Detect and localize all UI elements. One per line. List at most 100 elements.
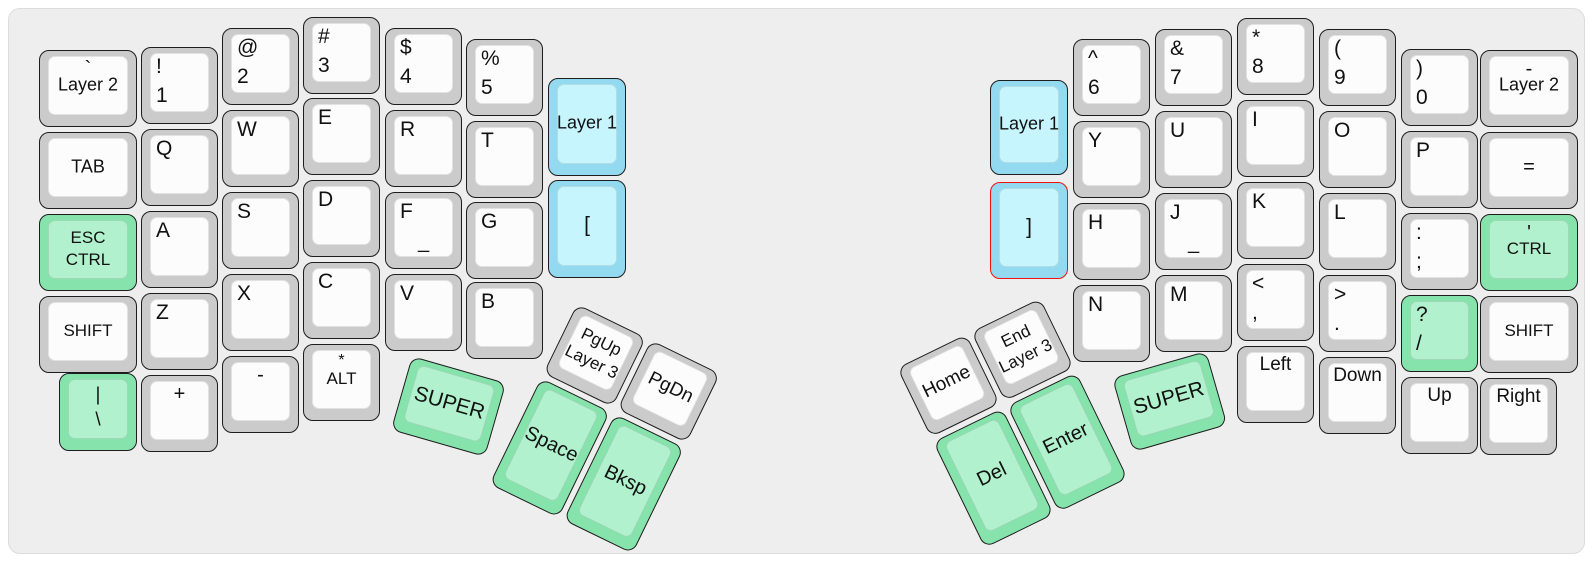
key-asterisk-8[interactable]: *8: [1237, 18, 1314, 95]
key-asterisk-alt[interactable]: *ALT: [303, 344, 380, 421]
key-o[interactable]: O: [1319, 111, 1396, 188]
key-a[interactable]: A: [141, 211, 218, 288]
keycap-top: [312, 186, 371, 245]
key-minus-left[interactable]: -: [222, 356, 299, 433]
keycap-top: [68, 379, 128, 439]
key-e[interactable]: E: [303, 98, 380, 175]
key-g[interactable]: G: [466, 202, 543, 279]
key-x[interactable]: X: [222, 274, 299, 351]
key-m[interactable]: M: [1155, 275, 1232, 352]
key-k[interactable]: K: [1237, 182, 1314, 259]
key-legend: 6: [1088, 75, 1100, 99]
key-pipe-backslash[interactable]: | \: [59, 373, 137, 451]
keycap-top: [312, 268, 371, 327]
keycap-top: [231, 198, 290, 257]
key-paren-0[interactable]: )0: [1401, 49, 1478, 126]
keycap-top: [1328, 281, 1387, 340]
key-equals[interactable]: =: [1480, 132, 1578, 209]
key-legend: ): [1416, 57, 1423, 80]
key-w[interactable]: W: [222, 110, 299, 187]
key-p[interactable]: P: [1401, 131, 1478, 208]
key-f[interactable]: F_: [385, 192, 462, 269]
key-percent-5[interactable]: %5: [466, 39, 543, 116]
key-colon-semicolon[interactable]: :;: [1401, 213, 1478, 290]
key-shift-right[interactable]: SHIFT: [1480, 296, 1578, 373]
key-lt-comma[interactable]: <,: [1237, 264, 1314, 341]
key-b[interactable]: B: [466, 282, 543, 359]
key-z[interactable]: Z: [141, 293, 218, 370]
key-esc-ctrl[interactable]: ESC CTRL: [39, 214, 137, 291]
key-dash-layer2[interactable]: -Layer 2: [1480, 50, 1578, 127]
key-h[interactable]: H: [1073, 203, 1150, 280]
key-v[interactable]: V: [385, 274, 462, 351]
key-legend: 3: [318, 53, 330, 77]
keycap-top: [557, 84, 617, 164]
key-r[interactable]: R: [385, 110, 462, 187]
key-l[interactable]: L: [1319, 193, 1396, 270]
keycap-top: [394, 198, 453, 257]
keycap-top: [1246, 352, 1305, 411]
key-backtick-layer2[interactable]: `Layer 2: [39, 50, 137, 127]
keycap-top: [1489, 302, 1569, 361]
key-layer1-left[interactable]: Layer 1: [548, 78, 626, 176]
key-y[interactable]: Y: [1073, 121, 1150, 198]
key-j[interactable]: J_: [1155, 193, 1232, 270]
key-legend: A: [156, 219, 171, 242]
key-n[interactable]: N: [1073, 285, 1150, 362]
key-paren-9[interactable]: (9: [1319, 29, 1396, 106]
key-legend: *: [338, 352, 345, 369]
key-legend: 9: [1334, 65, 1346, 89]
key-legend: Up: [1427, 385, 1452, 406]
key-gt-period[interactable]: >.: [1319, 275, 1396, 352]
key-legend: I: [1252, 108, 1258, 131]
key-legend: 0: [1416, 85, 1428, 109]
keycap-top: [1410, 55, 1469, 114]
key-legend: B: [481, 290, 496, 313]
key-question-slash[interactable]: ?/: [1401, 295, 1478, 372]
key-quote-ctrl[interactable]: 'CTRL: [1480, 214, 1578, 291]
keycap-top: [48, 56, 128, 115]
key-shift-left[interactable]: SHIFT: [39, 296, 137, 373]
key-t[interactable]: T: [466, 121, 543, 198]
key-caret-6[interactable]: ^6: [1073, 39, 1150, 116]
key-legend: Layer 1: [556, 112, 618, 133]
key-legend: H: [1088, 211, 1104, 234]
key-q[interactable]: Q: [141, 129, 218, 206]
key-rbracket[interactable]: ]: [990, 182, 1068, 279]
keycap-top: [1328, 117, 1387, 176]
key-d[interactable]: D: [303, 180, 380, 257]
key-legend: ,: [1252, 300, 1258, 324]
key-u[interactable]: U: [1155, 111, 1232, 188]
key-legend: _: [417, 231, 430, 253]
key-dollar-4[interactable]: $4: [385, 28, 462, 105]
keycap-top: [1328, 35, 1387, 94]
key-layer1-right[interactable]: Layer 1: [990, 80, 1068, 175]
key-down[interactable]: Down: [1319, 357, 1396, 434]
keycap-top: [1164, 35, 1223, 94]
key-up[interactable]: Up: [1401, 377, 1478, 454]
key-hash-3[interactable]: #3: [303, 17, 380, 94]
key-lbracket[interactable]: [: [548, 180, 626, 278]
key-legend: Q: [156, 137, 173, 160]
key-at-2[interactable]: @2: [222, 28, 299, 105]
key-s[interactable]: S: [222, 192, 299, 269]
key-right[interactable]: Right: [1480, 378, 1557, 455]
key-c[interactable]: C: [303, 262, 380, 339]
key-plus[interactable]: +: [141, 375, 218, 452]
key-legend: >: [1334, 283, 1347, 306]
key-legend: Layer 1: [998, 112, 1060, 133]
key-legend: SHIFT: [63, 320, 113, 340]
keycap-top: [1489, 138, 1569, 197]
key-legend: !: [156, 55, 162, 78]
key-legend: R: [400, 118, 416, 141]
key-tab[interactable]: TAB: [39, 132, 137, 209]
key-legend: | \: [95, 384, 101, 430]
key-left[interactable]: Left: [1237, 346, 1314, 423]
key-amp-7[interactable]: &7: [1155, 29, 1232, 106]
key-legend: M: [1170, 283, 1188, 306]
key-i[interactable]: I: [1237, 100, 1314, 177]
key-legend: 7: [1170, 65, 1182, 89]
key-exclam-1[interactable]: !1: [141, 47, 218, 124]
keycap-top: [475, 208, 534, 267]
keycap-top: [1489, 220, 1569, 279]
